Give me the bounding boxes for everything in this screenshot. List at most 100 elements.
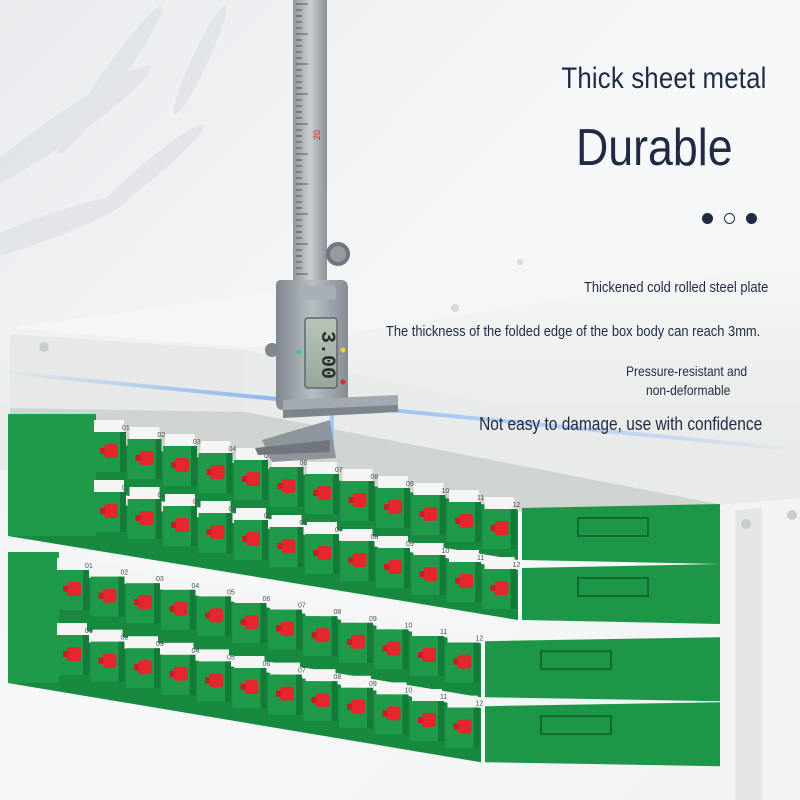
port-label-tab xyxy=(271,515,302,527)
port-label-tab xyxy=(129,487,160,499)
port-label-tab xyxy=(57,623,87,635)
adapter-panel-left xyxy=(8,617,59,683)
adapter-side xyxy=(225,596,231,637)
port-label-tab xyxy=(128,571,158,584)
scan-light xyxy=(0,370,800,452)
port-label-tab xyxy=(342,529,373,541)
red-dust-cap xyxy=(246,532,260,546)
port-label-tab xyxy=(376,682,407,695)
digital-caliper: 20 3.00 xyxy=(255,0,398,462)
red-dust-cap-tab xyxy=(382,710,388,717)
port-label-tab xyxy=(94,480,124,492)
port-number: 12 xyxy=(476,636,484,643)
red-dust-cap-tab xyxy=(169,605,175,612)
port-number: 08 xyxy=(334,674,342,681)
adapter-side xyxy=(331,681,338,722)
adapter-side xyxy=(510,509,517,549)
tray-handle-slot xyxy=(540,650,612,671)
adapter-side xyxy=(120,432,126,472)
red-dust-cap xyxy=(352,553,367,567)
red-dust-cap-tab xyxy=(135,515,141,521)
adapter-side xyxy=(262,520,268,560)
adapter-side xyxy=(118,641,125,682)
red-dust-cap xyxy=(423,567,438,581)
pagination-dot-1 xyxy=(702,213,713,224)
port-label-tab xyxy=(200,441,231,453)
red-dust-cap-tab xyxy=(455,518,460,524)
red-dust-cap-tab xyxy=(418,652,423,658)
port-number: 10 xyxy=(442,548,450,555)
red-dust-cap xyxy=(244,615,259,629)
red-dust-cap xyxy=(317,546,331,560)
port-number: 03 xyxy=(156,641,164,648)
port-number: 02 xyxy=(121,570,129,577)
port-label-tab xyxy=(92,629,123,642)
port-number: 08 xyxy=(371,474,379,481)
red-dust-cap-tab xyxy=(347,638,352,645)
adapter-side xyxy=(404,488,410,528)
red-dust-cap xyxy=(280,686,294,701)
port-number: 05 xyxy=(264,513,272,520)
red-dust-cap xyxy=(173,601,188,616)
tray-handle-slot xyxy=(577,517,649,537)
port-label-tab xyxy=(305,669,336,682)
port-label-tab xyxy=(341,675,371,688)
red-dust-cap xyxy=(422,648,436,662)
port-number: 07 xyxy=(298,668,306,675)
red-dust-cap xyxy=(209,608,223,623)
port-label-tab xyxy=(200,501,231,513)
port-number: 06 xyxy=(300,520,308,527)
red-dust-cap xyxy=(102,653,117,668)
port-label-tab xyxy=(270,597,300,610)
red-dust-cap xyxy=(67,647,81,661)
port-number: 04 xyxy=(192,648,200,655)
red-dust-cap-tab xyxy=(135,455,141,461)
red-dust-cap-tab xyxy=(100,448,105,454)
red-dust-cap-tab xyxy=(63,586,68,592)
port-label-tab xyxy=(484,497,515,509)
red-dust-cap xyxy=(351,634,365,649)
port-label-tab xyxy=(234,591,265,603)
adapter-panel-left xyxy=(8,474,96,536)
red-dust-cap-tab xyxy=(313,550,318,556)
red-dust-cap xyxy=(280,621,294,636)
adapter-side xyxy=(439,495,446,535)
port-number: 07 xyxy=(298,603,306,610)
red-dust-cap-tab xyxy=(384,564,389,570)
port-number: 04 xyxy=(192,583,200,590)
headline-main: Durable xyxy=(576,119,733,177)
adapter-side xyxy=(83,635,89,675)
red-dust-cap-tab xyxy=(205,612,210,619)
port-label-tab xyxy=(378,476,408,488)
port-number: 08 xyxy=(334,609,342,616)
port-label-tab xyxy=(199,584,229,597)
port-number: 03 xyxy=(193,439,201,446)
feature-text-edge-thickness: The thickness of the folded edge of the … xyxy=(385,323,760,340)
red-dust-cap-tab xyxy=(206,469,212,475)
adapter-side xyxy=(297,527,304,567)
adapter-side xyxy=(155,499,162,539)
adapter-side xyxy=(191,506,197,546)
adapter-side xyxy=(367,622,373,663)
port-number: 09 xyxy=(406,481,414,488)
adapter-side xyxy=(226,513,233,553)
port-number: 09 xyxy=(369,616,377,623)
port-number: 07 xyxy=(335,527,343,534)
port-label-tab xyxy=(165,494,195,506)
adapter-side xyxy=(260,668,267,708)
red-dust-cap xyxy=(315,693,330,708)
red-dust-cap xyxy=(315,628,330,643)
port-label-tab xyxy=(341,610,371,623)
adapter-side xyxy=(155,439,162,479)
port-label-tab xyxy=(305,604,336,617)
tray-handle xyxy=(522,504,720,564)
red-dust-cap xyxy=(246,472,260,486)
port-number: 05 xyxy=(264,453,272,460)
port-label-tab xyxy=(412,624,442,636)
port-label-tab xyxy=(447,630,478,643)
port-label-tab xyxy=(92,564,123,577)
port-number: 06 xyxy=(263,661,271,668)
adapter-side xyxy=(367,687,373,728)
tray-handle-slot xyxy=(540,715,612,736)
red-dust-cap xyxy=(139,511,154,525)
